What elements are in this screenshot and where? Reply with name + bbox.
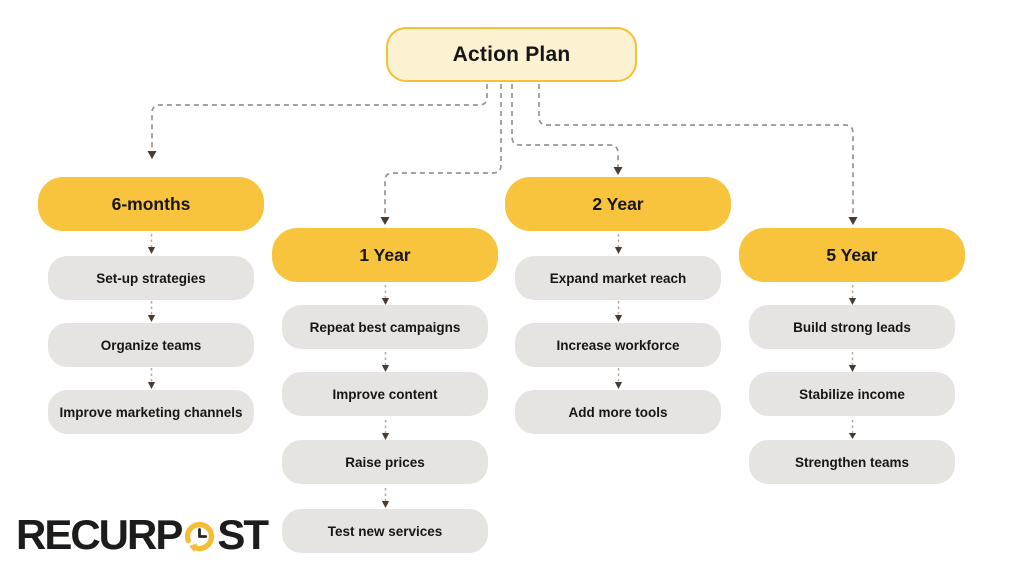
node-test-new-services: Test new services bbox=[282, 509, 488, 553]
connector-to-6-months bbox=[151, 84, 488, 151]
node-set-up-strategies: Set-up strategies bbox=[48, 256, 254, 300]
node-build-strong-leads: Build strong leads bbox=[749, 305, 955, 349]
node-action-plan: Action Plan bbox=[386, 27, 637, 82]
connector-to-2-year bbox=[511, 84, 619, 167]
clock-history-icon bbox=[185, 521, 215, 553]
node-add-more-tools: Add more tools bbox=[515, 390, 721, 434]
node-organize-teams: Organize teams bbox=[48, 323, 254, 367]
node-increase-workforce: Increase workforce bbox=[515, 323, 721, 367]
node-6-months: 6-months bbox=[38, 177, 264, 231]
node-improve-content: Improve content bbox=[282, 372, 488, 416]
recurpost-logo: RECURP ST bbox=[16, 511, 269, 558]
node-5-year: 5 Year bbox=[739, 228, 965, 282]
connector-to-5-year bbox=[538, 84, 854, 217]
node-stabilize-income: Stabilize income bbox=[749, 372, 955, 416]
column-2-arrows bbox=[381, 285, 390, 508]
node-repeat-best-campaigns: Repeat best campaigns bbox=[282, 305, 488, 349]
node-raise-prices: Raise prices bbox=[282, 440, 488, 484]
connector-to-1-year bbox=[384, 84, 502, 217]
node-strengthen-teams: Strengthen teams bbox=[749, 440, 955, 484]
node-improve-marketing-channels: Improve marketing channels bbox=[48, 390, 254, 434]
node-2-year: 2 Year bbox=[505, 177, 731, 231]
logo-text-before: RECURP bbox=[16, 511, 183, 558]
column-1-arrows bbox=[147, 234, 156, 389]
column-4-arrows bbox=[848, 285, 857, 439]
node-expand-market-reach: Expand market reach bbox=[515, 256, 721, 300]
logo-text-after: ST bbox=[217, 511, 269, 558]
column-3-arrows bbox=[614, 234, 623, 389]
node-1-year: 1 Year bbox=[272, 228, 498, 282]
